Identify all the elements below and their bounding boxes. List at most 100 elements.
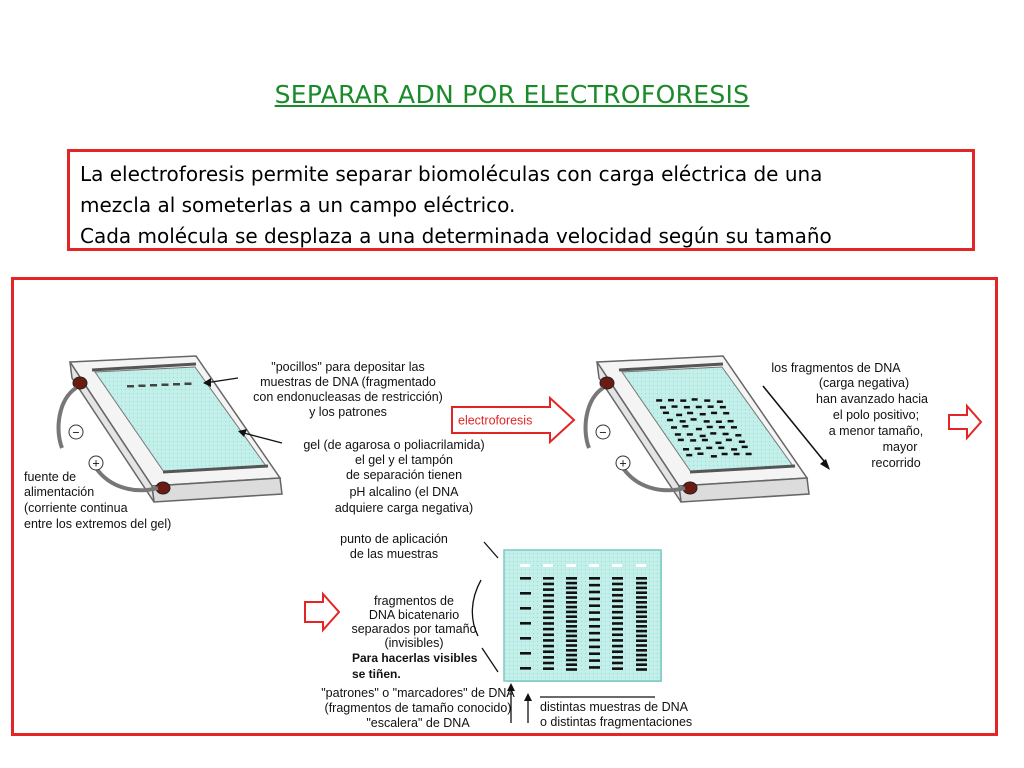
power-supply-label: fuente de alimentación (corriente contin…	[24, 470, 171, 531]
stained-band	[612, 667, 623, 670]
fragment-band	[710, 455, 717, 458]
fragment-band	[707, 405, 714, 408]
stained-band	[636, 639, 647, 642]
wells-pointer-head	[203, 378, 211, 387]
apparatus-left	[68, 355, 283, 503]
stained-band	[543, 627, 554, 631]
electrophoresis-arrow	[451, 395, 576, 445]
fragment-band	[680, 399, 687, 402]
fragment-band	[706, 446, 713, 450]
minus-pole-icon-right	[595, 424, 611, 440]
fragment-band	[715, 420, 722, 423]
cable-negative	[56, 386, 78, 449]
svg-text:entre los extremos del gel): entre los extremos del gel)	[24, 517, 171, 531]
intro-line-2: mezcla al someterlas a un campo eléctric…	[80, 193, 516, 217]
stained-band	[543, 610, 554, 614]
stained-band	[566, 586, 577, 590]
well	[173, 383, 180, 386]
fragment-band	[668, 398, 675, 402]
stained-band	[543, 639, 554, 642]
stained-band	[612, 627, 623, 631]
svg-text:"escalera" de DNA: "escalera" de DNA	[366, 716, 470, 730]
stained-band	[589, 597, 600, 601]
svg-text:de las muestras: de las muestras	[350, 547, 438, 561]
stained-band	[612, 610, 623, 614]
stained-band	[636, 591, 647, 594]
stained-band	[589, 577, 600, 580]
well-mark	[520, 564, 530, 567]
stained-band	[543, 577, 554, 580]
cable-positive-right	[621, 466, 686, 493]
stained-band	[543, 661, 554, 665]
plus-sign: +	[92, 457, 99, 471]
stained-band	[612, 661, 623, 665]
patterns-pointer-head	[507, 683, 515, 691]
svg-text:de separación tienen: de separación tienen	[346, 468, 462, 482]
stained-band	[589, 659, 600, 662]
stained-band	[612, 639, 623, 642]
fragment-band	[711, 411, 718, 415]
stained-band	[566, 644, 577, 647]
stained-band	[636, 620, 647, 623]
stained-band	[520, 667, 531, 670]
well	[184, 382, 192, 385]
stained-band	[612, 593, 623, 597]
svg-text:adquiere carga negativa): adquiere carga negativa)	[335, 501, 473, 515]
stained-band	[636, 596, 647, 599]
stained-band	[543, 656, 554, 659]
stained-band	[612, 650, 623, 654]
stained-band	[636, 644, 647, 647]
intro-line-1: La electroforesis permite separar biomol…	[80, 162, 823, 186]
stained-band	[636, 577, 647, 580]
well-mark	[566, 564, 576, 567]
fragment-band	[730, 426, 737, 429]
stained-band	[612, 599, 623, 603]
fragment-band	[683, 405, 690, 409]
stained-band	[566, 663, 577, 666]
stained-band	[612, 622, 623, 625]
svg-text:mayor: mayor	[883, 440, 918, 454]
fragment-band	[721, 452, 728, 456]
svg-text:punto de aplicación: punto de aplicación	[340, 532, 448, 546]
stained-band	[566, 615, 577, 618]
stained-band	[612, 577, 623, 580]
migration-direction-arrow-head	[820, 459, 830, 470]
fragment-band	[690, 418, 697, 421]
svg-text:"pocillos" para depositar las: "pocillos" para depositar las	[271, 360, 424, 374]
stain-label: Para hacerlas visibles se tiñen.	[352, 651, 478, 681]
fragment-band	[722, 432, 729, 436]
stained-band	[566, 668, 577, 671]
well-mark	[636, 564, 646, 567]
fragment-band	[706, 425, 713, 429]
svg-text:alimentación: alimentación	[24, 485, 94, 499]
application-pointer	[483, 541, 499, 559]
stained-band	[589, 625, 600, 628]
svg-text:DNA bicatenario: DNA bicatenario	[369, 608, 459, 622]
intro-line-3: Cada molécula se desplaza a una determin…	[80, 224, 832, 248]
stained-band	[589, 631, 600, 635]
fragment-band	[686, 433, 693, 436]
stained-band	[543, 593, 554, 597]
electrode-negative-right	[599, 376, 615, 390]
svg-text:pH alcalino (el DNA: pH alcalino (el DNA	[349, 485, 459, 499]
fragment-band	[676, 413, 683, 417]
fragment-band	[671, 405, 678, 408]
result-arrow	[304, 591, 341, 633]
fragment-band	[686, 453, 693, 457]
stained-band	[636, 581, 647, 585]
well	[161, 383, 169, 386]
stained-band	[566, 596, 577, 599]
stained-band	[636, 605, 647, 609]
stained-band	[636, 658, 647, 662]
stained-band	[612, 616, 623, 620]
stained-bands	[520, 564, 647, 671]
fragment-band	[699, 434, 706, 438]
stained-band	[543, 605, 554, 608]
stained-band	[566, 620, 577, 623]
fragment-band	[691, 398, 698, 401]
stained-band	[520, 577, 531, 580]
stained-band	[566, 639, 577, 642]
fragment-band	[719, 405, 726, 409]
fragment-band	[735, 434, 742, 437]
fragment-band	[745, 452, 752, 456]
